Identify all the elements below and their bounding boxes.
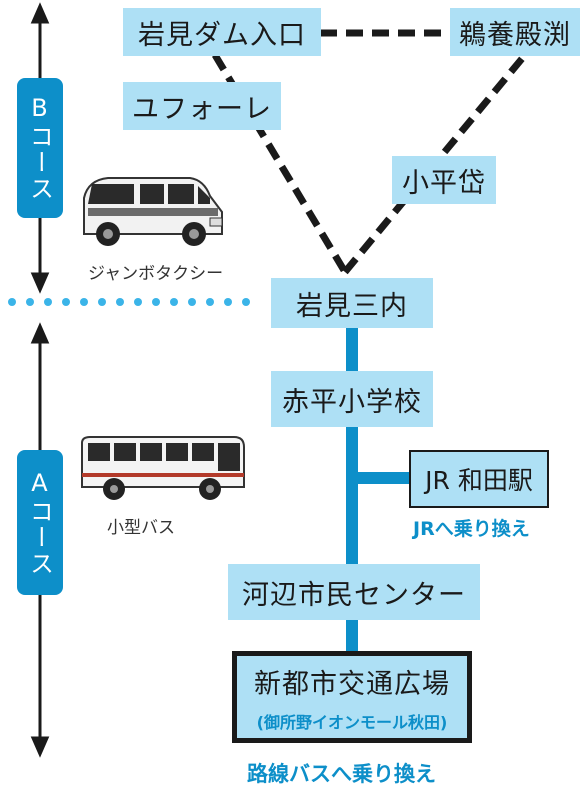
stop-yuforet: ユフォーレ: [123, 82, 281, 130]
stop-kawabe-center: 河辺市民センター: [228, 564, 480, 620]
stop-iwami-sannai: 岩見三内: [271, 278, 433, 328]
stop-new-city-hub: 新都市交通広場 (御所野イオンモール秋田): [232, 651, 472, 743]
b-course-dashed-routes: [211, 29, 528, 275]
small-bus-caption: 小型バス: [107, 518, 175, 538]
course-separator-dots: [8, 298, 250, 306]
stop-akahira-school: 赤平小学校: [271, 371, 433, 427]
course-b-label: Bコース: [17, 78, 63, 218]
jumbo-taxi-image: [83, 177, 223, 246]
small-bus-image: [81, 436, 245, 500]
stop-uyo-denbuchi: 鵜養殿渕: [450, 8, 580, 56]
jumbo-taxi-caption: ジャンボタクシー: [88, 264, 224, 284]
bus-transfer-note: 路線バスへ乗り換え: [247, 762, 436, 786]
jr-transfer-note: JRへ乗り換え: [413, 518, 530, 540]
hub-name: 新都市交通広場: [254, 668, 450, 700]
stop-iwami-dam: 岩見ダム入口: [123, 8, 321, 56]
stop-jr-wada-station: JR 和田駅: [409, 450, 549, 508]
course-a-label: Aコース: [17, 450, 63, 595]
hub-subtitle: (御所野イオンモール秋田): [256, 712, 448, 732]
stop-kodai: 小平岱: [392, 156, 496, 204]
